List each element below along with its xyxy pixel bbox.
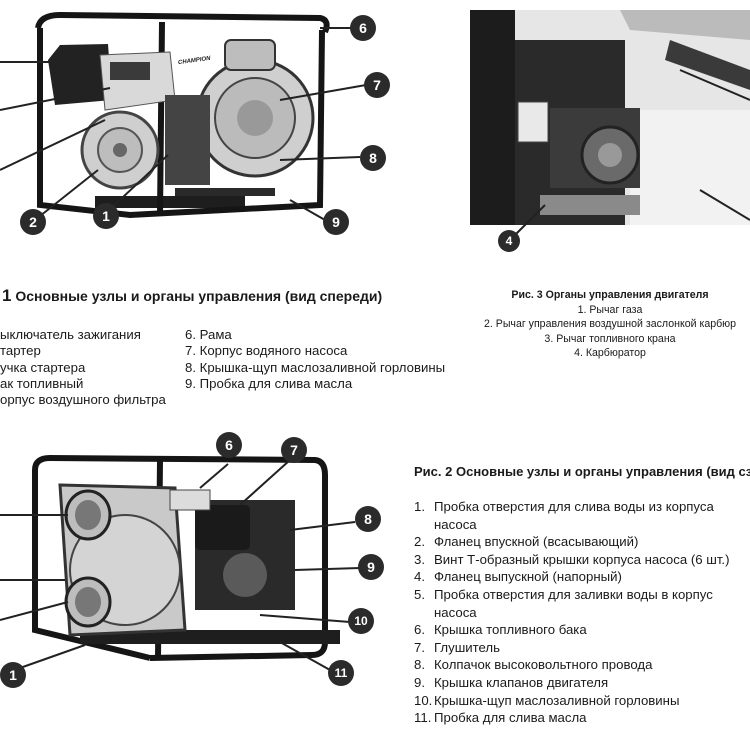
callout-1: 1 xyxy=(93,203,119,229)
list-item: 2. Рычаг управления воздушной заслонкой … xyxy=(483,318,737,331)
figure-1-right-list: 6. Рама 7. Корпус водяного насоса 8. Кры… xyxy=(185,327,445,392)
list-item: ыключатель зажигания xyxy=(0,327,141,342)
pump-front-illustration xyxy=(0,11,367,221)
list-item: 9.Крышка клапанов двигателя xyxy=(414,674,609,690)
figure-3-caption: Рис. 3 Органы управления двигателя 1. Ры… xyxy=(470,288,750,361)
list-item: 8. Крышка-щуп маслозаливной горловины xyxy=(185,359,446,375)
callout-2: 2 xyxy=(20,209,46,235)
engine-controls-illustration xyxy=(470,10,750,241)
callout-10: 10 xyxy=(348,608,374,634)
list-item: 4.Фланец выпускной (напорный) xyxy=(414,569,622,585)
callout-9: 9 xyxy=(323,209,349,235)
list-item: 3. Рычаг топливного крана xyxy=(544,332,676,345)
callout-9: 9 xyxy=(358,554,384,580)
figure-2-list: 1.Пробка отверстия для слива воды из кор… xyxy=(414,498,729,727)
figure-2-pump-left: 6 7 8 9 10 11 1 xyxy=(0,430,400,700)
callout-1: 1 xyxy=(0,662,26,688)
figure-1-left-list: ыключатель зажигания тартер учка стартер… xyxy=(0,327,166,408)
figure-2-title: Основные узлы и органы управления (вид с… xyxy=(455,464,750,479)
list-item: 8.Колпачок высоковольтного провода xyxy=(414,657,653,673)
figure-2-number: Рис. 2 xyxy=(414,464,453,479)
list-item: орпус воздушного фильтра xyxy=(0,392,166,408)
list-item: ак топливный xyxy=(0,375,84,391)
list-item: 10.Крышка-щуп маслозаливной горловины xyxy=(414,692,680,708)
list-item: 7.Глушитель xyxy=(414,639,500,655)
list-item: 7. Корпус водяного насоса xyxy=(185,343,348,359)
figure-1-number: 1 xyxy=(2,286,12,305)
callout-8: 8 xyxy=(360,145,386,171)
figure-1-title: Основные узлы и органы управления (вид с… xyxy=(15,288,383,304)
list-item: 5.Пробка отверстия для заливки воды в ко… xyxy=(414,586,713,602)
list-item: 4. Карбюратор xyxy=(574,347,646,360)
callout-6: 6 xyxy=(216,432,242,458)
list-item: 6.Крышка топливного бака xyxy=(414,622,587,638)
list-item-cont: насоса xyxy=(434,604,477,620)
callout-6: 6 xyxy=(350,15,376,41)
list-item-cont: насоса xyxy=(434,516,477,532)
figure-1-caption: 1 Основные узлы и органы управления (вид… xyxy=(2,286,382,306)
list-item: 11.Пробка для слива масла xyxy=(414,710,587,726)
pump-left-illustration xyxy=(0,454,361,671)
callout-7: 7 xyxy=(281,437,307,463)
figure-1-pump-front: CHAMPION 2 1 6 7 8 9 xyxy=(0,0,400,240)
figure-2-caption: Рис. 2 Основные узлы и органы управления… xyxy=(414,464,750,479)
list-item: 1. Рычаг газа xyxy=(577,303,643,316)
list-item: 1.Пробка отверстия для слива воды из кор… xyxy=(414,499,714,514)
callout-7: 7 xyxy=(364,72,390,98)
list-item: 2.Фланец впускной (всасывающий) xyxy=(414,534,639,550)
callout-4: 4 xyxy=(498,230,520,252)
figure-3-engine-controls: 4 xyxy=(470,10,750,252)
list-item: учка стартера xyxy=(0,359,86,375)
callout-8: 8 xyxy=(355,506,381,532)
figure-3-title: Рис. 3 Органы управления двигателя xyxy=(511,289,709,301)
list-item: тартер xyxy=(0,343,41,359)
list-item: 9. Пробка для слива масла xyxy=(185,375,353,391)
list-item: 3.Винт Т-образный крышки корпуса насоса … xyxy=(414,551,730,567)
callout-11: 11 xyxy=(328,660,354,686)
list-item: 6. Рама xyxy=(185,327,232,342)
